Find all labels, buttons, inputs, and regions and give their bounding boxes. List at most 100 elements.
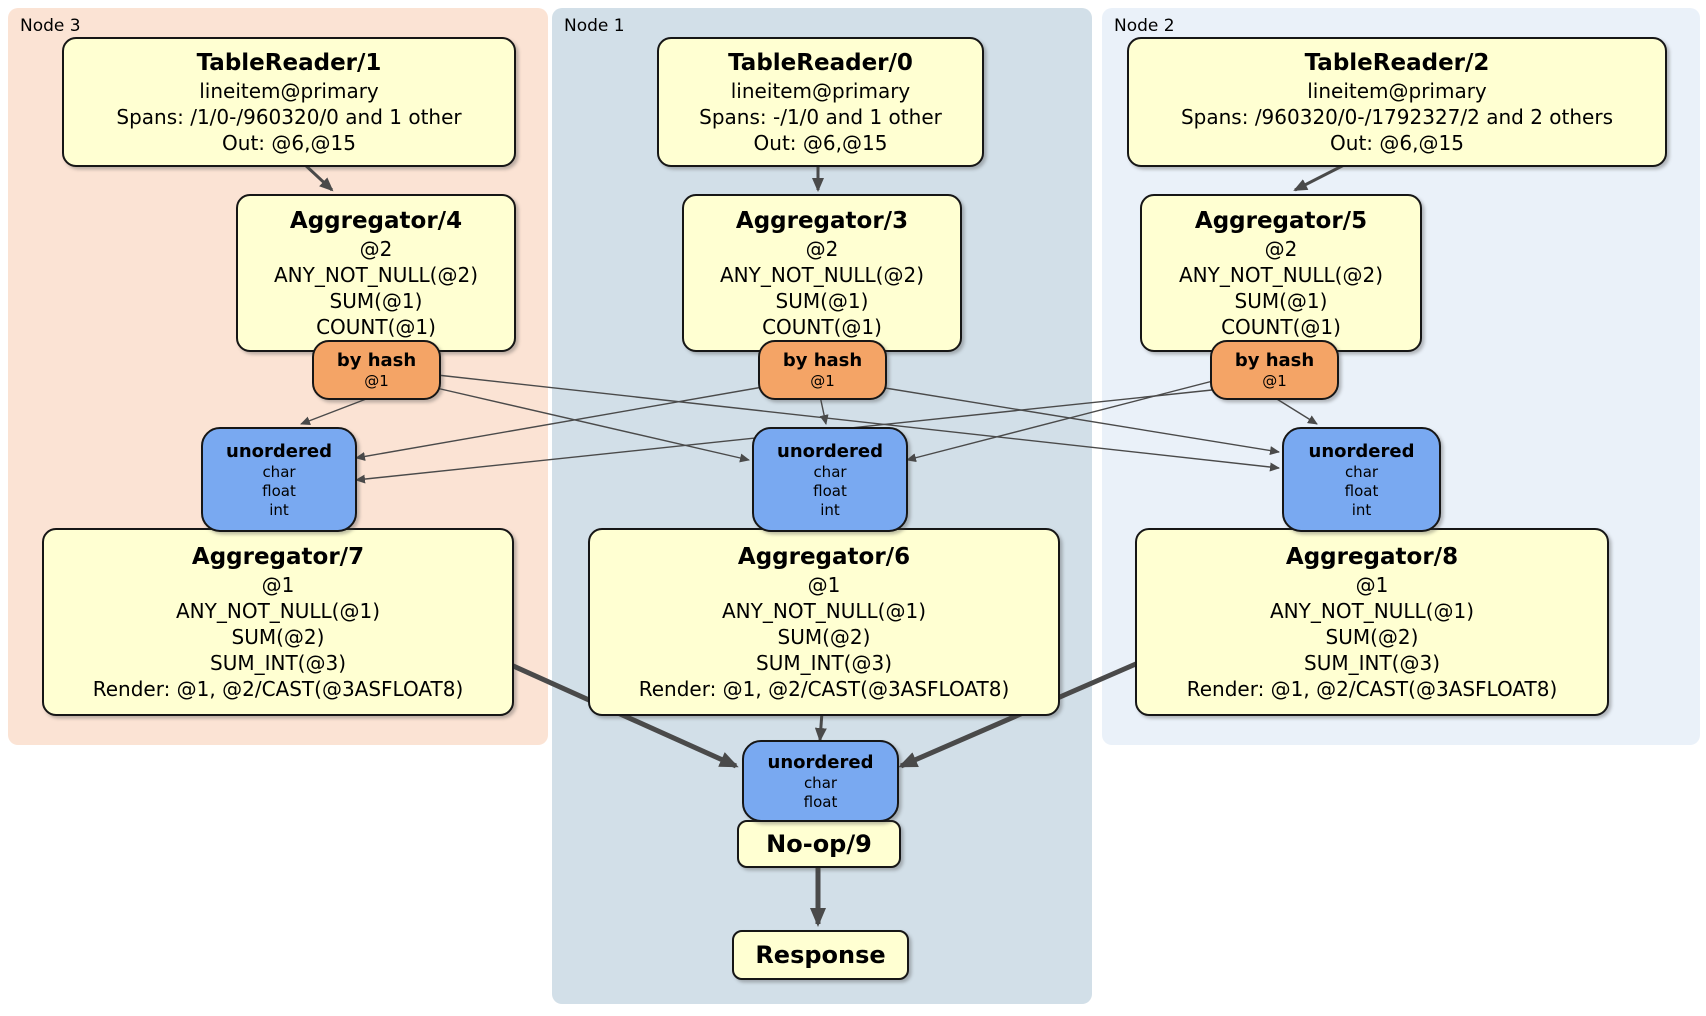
sync-column: float: [1344, 481, 1379, 500]
unordered-sync-center: unordered char float int: [752, 427, 908, 532]
box-line: @2: [1264, 236, 1298, 261]
sync-column: int: [1351, 500, 1372, 519]
sync-column: char: [1344, 462, 1379, 481]
edge: [906, 380, 1214, 463]
router-title: by hash: [1234, 349, 1315, 371]
box-line: lineitem@primary: [1307, 78, 1487, 103]
box-line: SUM_INT(@3): [210, 650, 346, 675]
router-detail: @1: [810, 371, 835, 390]
edge: [814, 711, 827, 742]
tablereader-1-box: TableReader/1 lineitem@primary Spans: /1…: [62, 37, 516, 167]
sync-column: int: [269, 500, 289, 519]
box-line: @2: [805, 236, 839, 261]
sync-column: char: [813, 462, 847, 481]
aggregator-6-title: Aggregator/6: [737, 543, 911, 570]
box-line: SUM(@2): [231, 624, 325, 649]
aggregator-5-title: Aggregator/5: [1194, 207, 1368, 234]
response-box: Response: [732, 930, 909, 980]
box-line: Render: @1, @2/CAST(@3ASFLOAT8): [638, 676, 1010, 701]
router-title: by hash: [336, 349, 417, 371]
noop-9-title: No-op/9: [766, 830, 872, 858]
box-line: lineitem@primary: [199, 78, 379, 103]
by-hash-router-center: by hash @1: [758, 340, 887, 400]
box-line: Spans: /960320/0-/1792327/2 and 2 others: [1180, 104, 1613, 129]
router-detail: @1: [364, 371, 389, 390]
aggregator-5-box: Aggregator/5 @2 ANY_NOT_NULL(@2) SUM(@1)…: [1140, 194, 1422, 352]
edge: [301, 161, 334, 192]
unordered-sync-right: unordered char float int: [1282, 427, 1441, 532]
edge: [1271, 395, 1318, 425]
sync-column: float: [262, 481, 296, 500]
box-line: Spans: /1/0-/960320/0 and 1 other: [116, 104, 462, 129]
unordered-sync-left: unordered char float int: [201, 427, 357, 532]
box-line: @1: [261, 572, 295, 597]
box-line: SUM(@1): [775, 288, 869, 313]
noop-9-box: No-op/9: [737, 820, 901, 868]
box-line: @2: [359, 236, 393, 261]
tablereader-0-title: TableReader/0: [728, 49, 913, 76]
sync-column: float: [803, 792, 838, 811]
aggregator-3-title: Aggregator/3: [735, 207, 909, 234]
box-line: Out: @6,@15: [753, 130, 888, 155]
box-line: ANY_NOT_NULL(@1): [176, 598, 380, 623]
tablereader-0-box: TableReader/0 lineitem@primary Spans: -/…: [657, 37, 984, 167]
response-title: Response: [755, 941, 886, 969]
tablereader-2-box: TableReader/2 lineitem@primary Spans: /9…: [1127, 37, 1667, 167]
box-line: SUM(@1): [1234, 288, 1328, 313]
box-line: SUM_INT(@3): [1304, 650, 1440, 675]
aggregator-7-title: Aggregator/7: [191, 543, 365, 570]
box-line: ANY_NOT_NULL(@2): [720, 262, 924, 287]
tablereader-1-title: TableReader/1: [196, 49, 382, 76]
box-line: COUNT(@1): [316, 314, 436, 339]
sync-column: int: [820, 500, 840, 519]
box-line: Out: @6,@15: [1330, 130, 1464, 155]
edge: [300, 395, 375, 425]
box-line: ANY_NOT_NULL(@2): [274, 262, 478, 287]
sync-column: float: [813, 481, 847, 500]
aggregator-4-box: Aggregator/4 @2 ANY_NOT_NULL(@2) SUM(@1)…: [236, 194, 516, 352]
sync-title: unordered: [1308, 440, 1415, 462]
edge: [355, 386, 764, 461]
node-3-label: Node 3: [20, 16, 81, 36]
box-line: ANY_NOT_NULL(@1): [722, 598, 926, 623]
edge: [878, 386, 1280, 455]
box-line: Out: @6,@15: [222, 130, 356, 155]
aggregator-8-box: Aggregator/8 @1 ANY_NOT_NULL(@1) SUM(@2)…: [1135, 528, 1609, 716]
box-line: SUM_INT(@3): [756, 650, 892, 675]
box-line: ANY_NOT_NULL(@2): [1179, 262, 1383, 287]
node-1-label: Node 1: [564, 16, 625, 36]
unordered-sync-final: unordered char float: [742, 740, 899, 822]
box-line: COUNT(@1): [1221, 314, 1341, 339]
box-line: @1: [807, 572, 841, 597]
sync-title: unordered: [226, 440, 332, 462]
box-line: Render: @1, @2/CAST(@3ASFLOAT8): [1186, 676, 1558, 701]
router-detail: @1: [1262, 371, 1287, 390]
sync-title: unordered: [777, 440, 883, 462]
aggregator-8-title: Aggregator/8: [1285, 543, 1459, 570]
edge: [1293, 161, 1349, 192]
sync-column: char: [262, 462, 296, 481]
edge: [431, 386, 750, 463]
by-hash-router-left: by hash @1: [312, 340, 441, 400]
tablereader-2-title: TableReader/2: [1304, 49, 1490, 76]
box-line: Spans: -/1/0 and 1 other: [699, 104, 942, 129]
box-line: SUM(@2): [777, 624, 871, 649]
node-2-label: Node 2: [1114, 16, 1175, 36]
edge: [436, 374, 1280, 472]
aggregator-6-box: Aggregator/6 @1 ANY_NOT_NULL(@1) SUM(@2)…: [588, 528, 1060, 716]
aggregator-4-title: Aggregator/4: [289, 207, 463, 234]
box-line: Render: @1, @2/CAST(@3ASFLOAT8): [92, 676, 464, 701]
box-line: lineitem@primary: [730, 78, 911, 103]
box-line: SUM(@2): [1325, 624, 1419, 649]
edge: [819, 395, 829, 425]
sync-column: char: [803, 773, 838, 792]
box-line: COUNT(@1): [762, 314, 882, 339]
box-line: ANY_NOT_NULL(@1): [1270, 598, 1474, 623]
by-hash-router-right: by hash @1: [1210, 340, 1339, 400]
sync-title: unordered: [767, 751, 874, 773]
aggregator-7-box: Aggregator/7 @1 ANY_NOT_NULL(@1) SUM(@2)…: [42, 528, 514, 716]
box-line: SUM(@1): [329, 288, 423, 313]
router-title: by hash: [782, 349, 863, 371]
aggregator-3-box: Aggregator/3 @2 ANY_NOT_NULL(@2) SUM(@1)…: [682, 194, 962, 352]
